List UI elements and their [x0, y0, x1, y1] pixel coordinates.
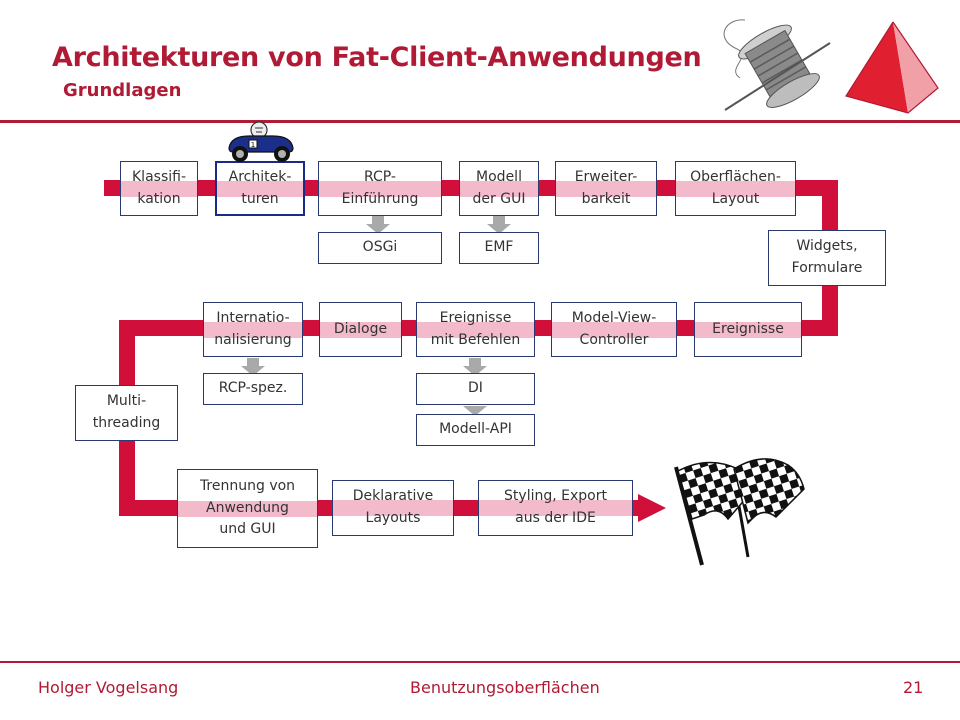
topic-label: DI	[468, 380, 483, 397]
race-car-icon: 1	[228, 121, 294, 162]
topic-label: Trennung von Anwendung und GUI	[199, 477, 296, 538]
topic-multithreading[interactable]: Multi- threading	[75, 385, 178, 441]
topic-architekturen[interactable]: Architek- turen	[215, 161, 305, 216]
slide-subtitle: Grundlagen	[63, 80, 182, 101]
topic-label: RCP-spez.	[218, 380, 288, 397]
footer-rule	[0, 661, 960, 663]
topic-label: Deklarative Layouts	[352, 488, 434, 526]
topic-rcp-einfuehrung[interactable]: RCP- Einführung	[318, 161, 442, 216]
topic-erweiterbarkeit[interactable]: Erweiter- barkeit	[555, 161, 657, 216]
topic-label: Architek- turen	[228, 168, 292, 207]
topic-label: Modell-API	[439, 421, 512, 438]
topic-emf[interactable]: EMF	[459, 232, 539, 264]
topic-deklarative-layouts[interactable]: Deklarative Layouts	[332, 480, 454, 536]
topic-rcp-spez[interactable]: RCP-spez.	[203, 373, 303, 405]
footer-page-number: 21	[903, 678, 924, 697]
topic-label: Klassifi- kation	[132, 168, 186, 207]
svg-text:1: 1	[251, 141, 255, 149]
topic-label: Erweiter- barkeit	[574, 168, 638, 207]
topic-label: Oberflächen- Layout	[690, 168, 781, 207]
topic-label: Modell der GUI	[472, 168, 526, 207]
topic-label: Widgets, Formulare	[791, 238, 863, 276]
topic-label: OSGi	[362, 239, 398, 256]
topic-di[interactable]: DI	[416, 373, 535, 405]
topic-styling-export[interactable]: Styling, Export aus der IDE	[478, 480, 633, 536]
track-arrow-head	[638, 494, 666, 522]
topic-widgets-formulare[interactable]: Widgets, Formulare	[768, 230, 886, 286]
thread-spool-icon	[723, 19, 831, 111]
topic-label: RCP- Einführung	[341, 168, 419, 207]
topic-klassifikation[interactable]: Klassifi- kation	[120, 161, 198, 216]
topic-label: Styling, Export aus der IDE	[504, 488, 607, 526]
topic-label: Multi- threading	[92, 393, 161, 431]
topic-dialoge[interactable]: Dialoge	[319, 302, 402, 357]
topic-osgi[interactable]: OSGi	[318, 232, 442, 264]
topic-label: Ereignisse	[712, 320, 784, 337]
slide-title: Architekturen von Fat-Client-Anwendungen	[52, 42, 702, 73]
topic-ereignisse[interactable]: Ereignisse	[694, 302, 802, 357]
footer-course: Benutzungsoberflächen	[410, 678, 600, 697]
topic-label: EMF	[484, 239, 514, 256]
red-pyramid-logo-icon	[845, 21, 939, 114]
footer-author: Holger Vogelsang	[38, 678, 179, 697]
topic-ereignisse-mit-befehlen[interactable]: Ereignisse mit Befehlen	[416, 302, 535, 357]
topic-internationalisierung[interactable]: Internatio- nalisierung	[203, 302, 303, 357]
topic-label: Ereignisse mit Befehlen	[430, 309, 521, 348]
checkered-flag-icon	[674, 458, 805, 566]
topic-label: Model-View- Controller	[571, 309, 657, 348]
topic-trennung-anwendung-gui[interactable]: Trennung von Anwendung und GUI	[177, 469, 318, 548]
topic-modell-der-gui[interactable]: Modell der GUI	[459, 161, 539, 216]
topic-label: Dialoge	[333, 320, 388, 337]
topic-oberflaechen-layout[interactable]: Oberflächen- Layout	[675, 161, 796, 216]
header-rule	[0, 120, 960, 123]
topic-label: Internatio- nalisierung	[214, 309, 292, 348]
topic-model-view-controller[interactable]: Model-View- Controller	[551, 302, 677, 357]
topic-modell-api[interactable]: Modell-API	[416, 414, 535, 446]
